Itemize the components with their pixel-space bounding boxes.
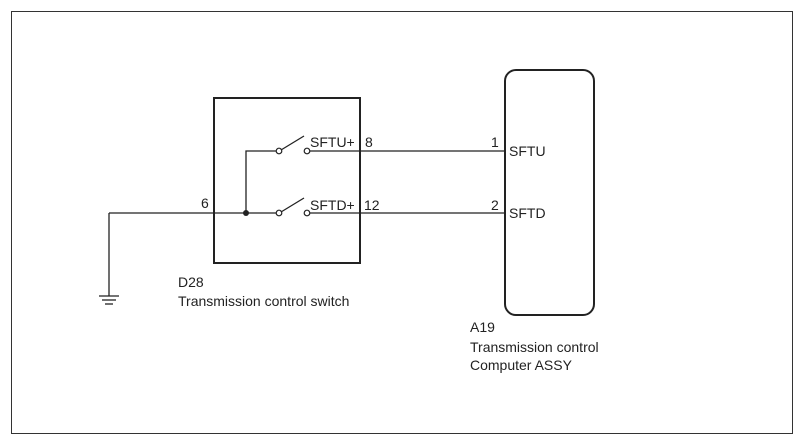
sftu-switch-pin-number: 8 — [365, 134, 373, 150]
ground-symbol-icon — [99, 295, 119, 305]
diagram-frame — [11, 11, 793, 434]
sftd-ecu-pin-number: 2 — [491, 197, 499, 213]
sftu-plus-label: SFTU+ — [310, 134, 355, 150]
upshift-switch-icon — [275, 135, 311, 155]
ecu-component-name-line1: Transmission control — [470, 339, 599, 355]
ecu-component-box — [504, 69, 595, 316]
ecu-component-name-line2: Computer ASSY — [470, 357, 573, 373]
ecu-component-code: A19 — [470, 319, 495, 335]
downshift-switch-icon — [275, 197, 311, 217]
sftd-switch-pin-number: 12 — [364, 197, 380, 213]
sftu-ecu-pin-number: 1 — [491, 134, 499, 150]
sftd-ecu-label: SFTD — [509, 205, 546, 221]
sftu-ecu-label: SFTU — [509, 143, 546, 159]
sftd-plus-label: SFTD+ — [310, 197, 355, 213]
switch-component-box — [213, 97, 361, 264]
switch-component-name: Transmission control switch — [178, 293, 349, 309]
common-bus-wire — [245, 150, 276, 213]
ground-pin-number: 6 — [201, 195, 209, 211]
switch-component-code: D28 — [178, 274, 204, 290]
